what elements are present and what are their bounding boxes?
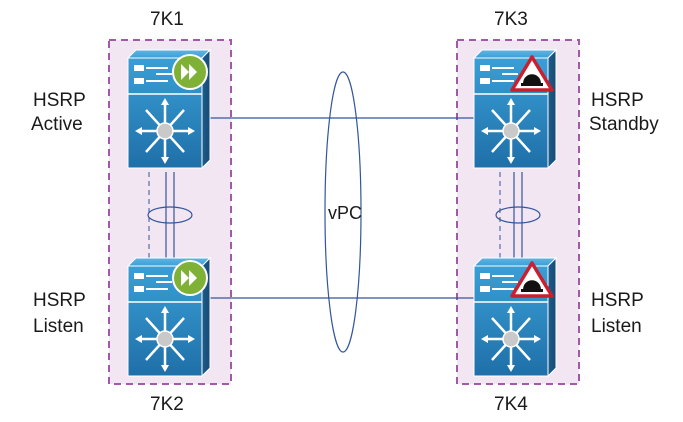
role-label-7k3-line1: HSRP [591,90,644,111]
role-label-7k4-line1: HSRP [591,290,644,311]
role-label-7k1-line2: Active [31,114,83,135]
forward-arrows-icon [172,54,208,90]
switch-7k4 [472,256,558,378]
role-label-7k2-line2: Listen [33,316,84,337]
peer-link-right [495,172,541,262]
role-label-7k4-line2: Listen [591,316,642,337]
vpc-label: vPC [328,203,363,223]
role-label-7k1-line1: HSRP [33,90,86,111]
switch-7k3 [472,48,558,170]
switch-label-7k3: 7K3 [494,9,528,30]
switch-label-7k4: 7K4 [494,394,528,415]
switch-label-7k1: 7K1 [150,9,184,30]
forward-arrows-icon [172,260,208,296]
peer-link-left [147,172,193,262]
vpc-ellipse [324,71,362,353]
switch-label-7k2: 7K2 [150,394,184,415]
role-label-7k3-line2: Standby [589,114,659,135]
role-label-7k2-line1: HSRP [33,290,86,311]
